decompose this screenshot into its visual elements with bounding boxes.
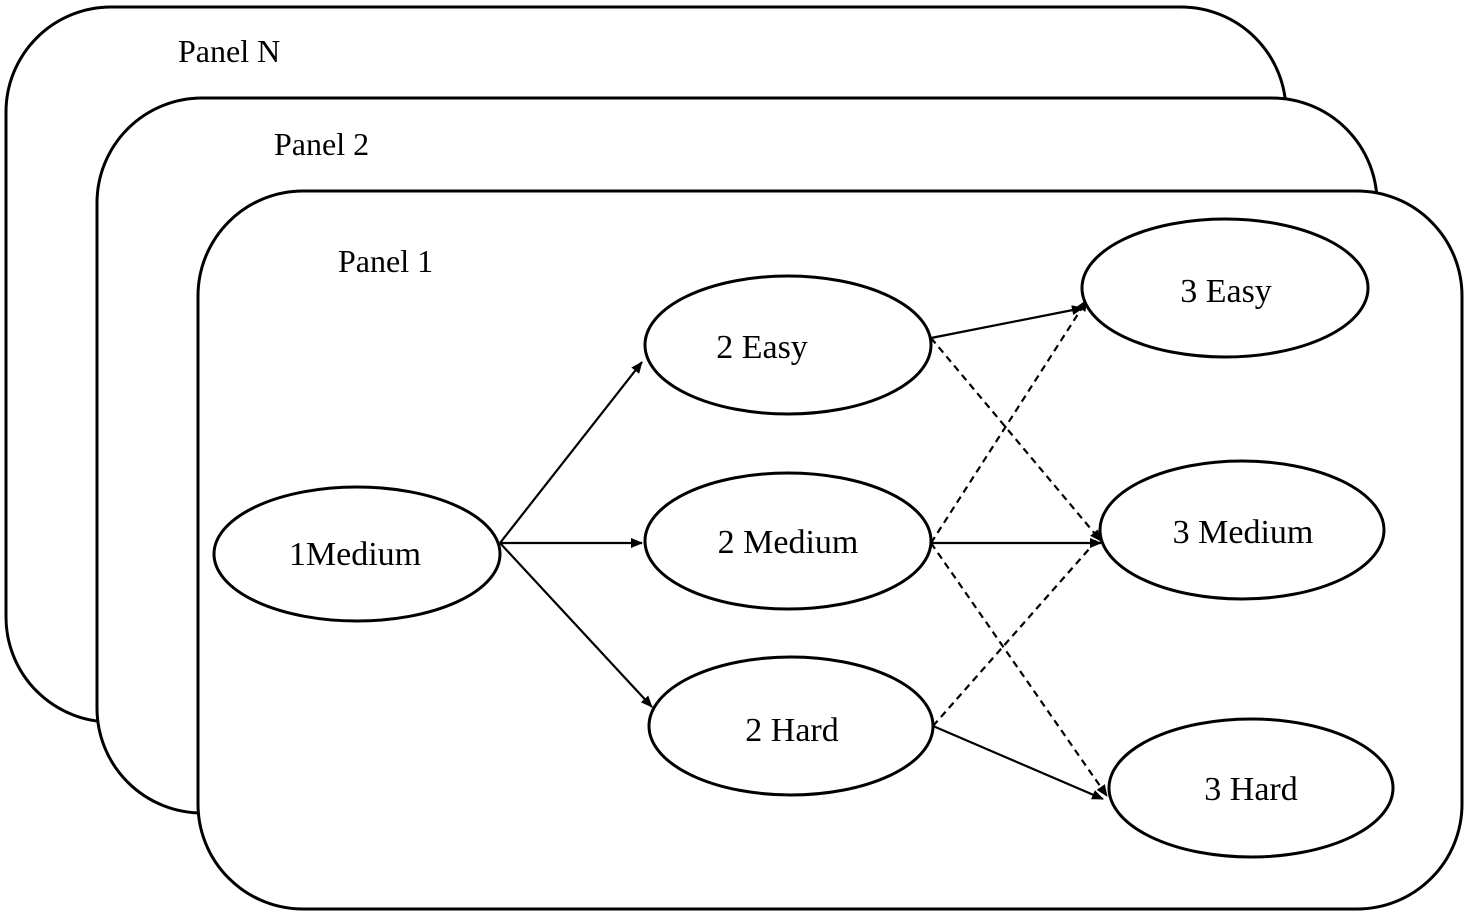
panel-1-label: Panel 1	[338, 243, 433, 279]
panel-n-label: Panel N	[178, 33, 280, 69]
node-3medium-shape	[1098, 459, 1386, 601]
node-2easy: 2 Easy	[643, 274, 933, 416]
node-2hard: 2 Hard	[647, 655, 935, 797]
edge-2hard-3medium	[932, 530, 1106, 727]
node-1medium: 1Medium	[212, 485, 502, 623]
edge-2easy-3medium	[930, 337, 1102, 542]
node-1medium-shape	[212, 485, 502, 623]
edge-1medium-2hard	[499, 542, 653, 708]
edge-2medium-3easy	[930, 299, 1088, 544]
node-3easy-label: 3 Easy	[1180, 273, 1272, 310]
edge-2hard-3hard	[932, 724, 1104, 801]
node-3easy: 3 Easy	[1080, 217, 1370, 359]
node-3medium-label: 3 Medium	[1173, 514, 1314, 551]
node-2easy-shape	[643, 274, 933, 416]
node-2medium-shape	[643, 471, 933, 611]
panel-2-label: Panel 2	[274, 126, 369, 162]
node-3hard-label: 3 Hard	[1204, 771, 1297, 808]
node-3hard-shape	[1107, 717, 1395, 859]
node-2medium: 2 Medium	[643, 471, 933, 611]
edge-2easy-3easy	[930, 305, 1084, 340]
edge-1medium-2easy	[499, 361, 643, 544]
node-2medium-label: 2 Medium	[718, 524, 859, 561]
edge-group	[499, 299, 1108, 801]
node-2easy-label: 2 Easy	[716, 329, 808, 366]
node-3medium: 3 Medium	[1098, 459, 1386, 601]
node-2hard-label: 2 Hard	[745, 712, 838, 749]
node-3easy-shape	[1080, 217, 1370, 359]
node-1medium-label: 1Medium	[289, 536, 421, 573]
edge-2medium-3hard	[930, 542, 1108, 797]
node-3hard: 3 Hard	[1107, 717, 1395, 859]
node-2hard-shape	[647, 655, 935, 797]
